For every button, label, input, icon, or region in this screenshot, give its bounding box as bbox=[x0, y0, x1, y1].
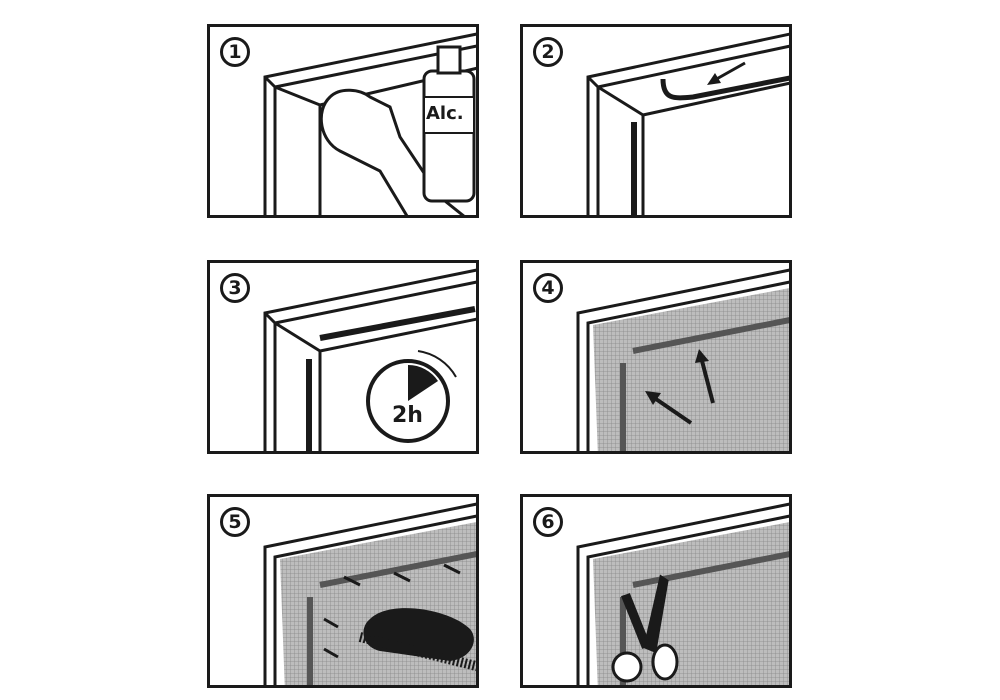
step-1-panel: 1 Alc. bbox=[207, 24, 479, 218]
arrow-icons bbox=[323, 563, 461, 659]
step-number: 2 bbox=[533, 37, 563, 67]
step-4-panel: 4 bbox=[520, 260, 792, 454]
clock-icon bbox=[366, 350, 457, 443]
scissors-icon bbox=[611, 574, 679, 683]
step-3-panel: 3 2h bbox=[207, 260, 479, 454]
brush-icon bbox=[358, 608, 476, 672]
step-number: 5 bbox=[220, 507, 250, 537]
step-number: 1 bbox=[220, 37, 250, 67]
step-5-panel: 5 bbox=[207, 494, 479, 688]
step-number: 6 bbox=[533, 507, 563, 537]
step-2-panel: 2 bbox=[520, 24, 792, 218]
frame-cleaning-illustration bbox=[263, 32, 476, 215]
tape-applying-illustration bbox=[586, 32, 789, 215]
mesh-attaching-illustration bbox=[576, 268, 789, 451]
brushing-illustration bbox=[263, 502, 476, 685]
trimming-illustration bbox=[576, 502, 789, 685]
step-6-panel: 6 bbox=[520, 494, 792, 688]
arrow-icons bbox=[651, 356, 715, 425]
step-number: 3 bbox=[220, 273, 250, 303]
wait-illustration bbox=[263, 268, 476, 451]
step-number: 4 bbox=[533, 273, 563, 303]
duration-label: 2h bbox=[392, 403, 423, 428]
alcohol-label: Alc. bbox=[426, 103, 464, 124]
alcohol-bottle-icon bbox=[422, 45, 476, 203]
